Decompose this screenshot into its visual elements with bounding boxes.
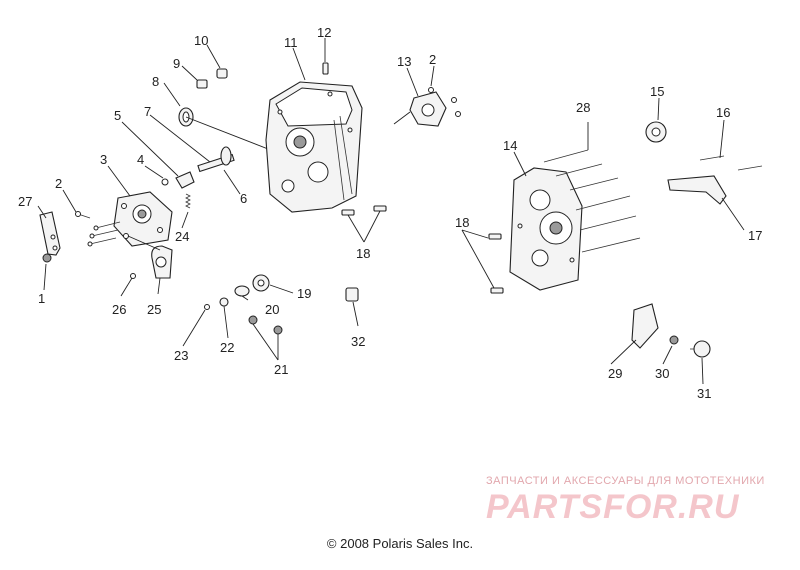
part-17-bracket	[667, 175, 727, 205]
callout-2b: 2	[429, 52, 436, 67]
callout-7: 7	[144, 104, 151, 119]
copyright-notice: © 2008 Polaris Sales Inc.	[326, 536, 474, 551]
watermark-logo: PARTSFOR.RU	[486, 488, 740, 526]
part-18-dowels-right	[488, 233, 504, 294]
callout-9: 9	[173, 56, 180, 71]
callout-6: 6	[240, 191, 247, 206]
callout-29: 29	[608, 366, 622, 381]
part-19-gear	[252, 274, 270, 292]
callout-8: 8	[152, 74, 159, 89]
callout-28: 28	[576, 100, 590, 115]
part-28-bolts	[543, 122, 641, 253]
part-1-nut	[42, 253, 52, 263]
callout-17: 17	[748, 228, 762, 243]
callout-23: 23	[174, 348, 188, 363]
part-29-guard	[631, 303, 659, 349]
callout-25: 25	[147, 302, 161, 317]
part-5-lever	[175, 171, 195, 189]
callout-13: 13	[397, 54, 411, 69]
part-4-o-ring	[161, 178, 169, 186]
part-9-bearing	[196, 79, 208, 89]
part-16-bolts	[699, 155, 763, 171]
part-13-plate	[393, 91, 447, 127]
callout-20: 20	[265, 302, 279, 317]
callout-15: 15	[650, 84, 664, 99]
cover-bolts	[87, 221, 121, 247]
callout-2: 2	[55, 176, 62, 191]
part-3-cover	[113, 191, 173, 247]
part-30-nut	[669, 335, 679, 345]
callout-27: 27	[18, 194, 32, 209]
part-31-knob	[690, 340, 711, 358]
callout-3: 3	[100, 152, 107, 167]
callout-18: 18	[356, 246, 370, 261]
part-2-screw	[75, 211, 91, 219]
part-22-washer	[219, 297, 229, 307]
part-21-nuts	[248, 315, 283, 335]
part-24-spring	[185, 193, 191, 209]
callout-11: 11	[284, 35, 298, 50]
part-2-screws-plate	[428, 87, 461, 117]
part-23-pin	[204, 304, 210, 310]
part-26-pin	[130, 273, 136, 279]
callout-4: 4	[137, 152, 144, 167]
callout-21: 21	[274, 362, 288, 377]
part-10-plug	[216, 68, 228, 79]
part-18-dowels-center	[341, 205, 387, 216]
part-25-sensor	[127, 235, 173, 279]
part-20-gear	[234, 285, 250, 297]
part-15-bearing	[645, 121, 667, 143]
callout-12: 12	[317, 25, 331, 40]
part-27-bracket	[39, 211, 61, 256]
callout-26: 26	[112, 302, 126, 317]
leader-lines	[37, 38, 745, 385]
part-11-housing	[265, 81, 363, 213]
callout-22: 22	[220, 340, 234, 355]
callout-31: 31	[697, 386, 711, 401]
callout-30: 30	[655, 366, 669, 381]
callout-5: 5	[114, 108, 121, 123]
callout-19: 19	[297, 286, 311, 301]
part-32-plug	[345, 287, 359, 302]
part-14-case-half	[509, 167, 583, 291]
callout-1: 1	[38, 291, 45, 306]
callout-32: 32	[351, 334, 365, 349]
part-12-dowel	[322, 62, 329, 75]
callout-18b: 18	[455, 215, 469, 230]
callout-labels: 1 2 3 4 5 6 7 8 9 10 11 12 13 2 14 15 16…	[18, 25, 762, 401]
watermark-tagline: ЗАПЧАСТИ И АКСЕССУАРЫ ДЛЯ МОТОТЕХНИКИ	[486, 475, 765, 487]
callout-16: 16	[716, 105, 730, 120]
callout-24: 24	[175, 229, 189, 244]
callout-10: 10	[194, 33, 208, 48]
callout-14: 14	[503, 138, 517, 153]
